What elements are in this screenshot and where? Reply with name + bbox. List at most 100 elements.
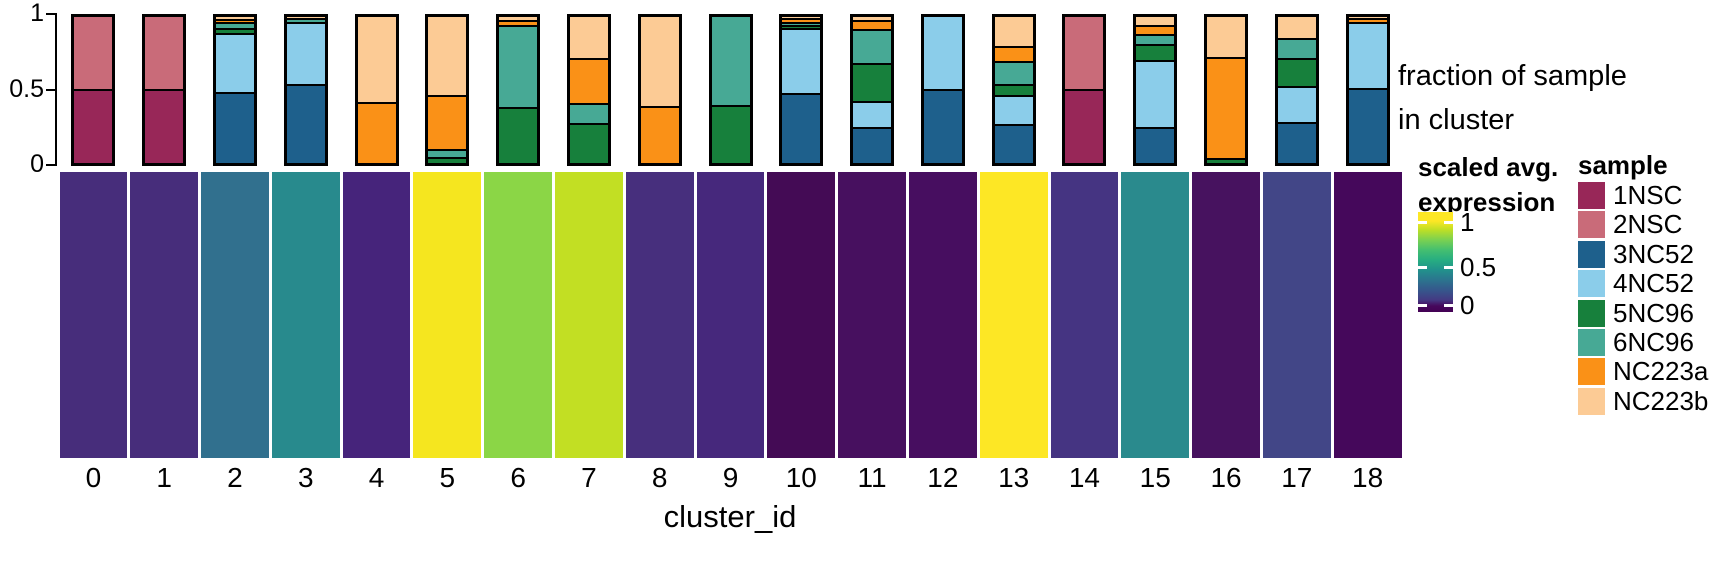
x-tick-label-3: 3 (297, 462, 314, 493)
bar-segment-NC223b (568, 16, 609, 59)
x-axis-title: cluster_id (663, 499, 797, 534)
bar-segment-3NC52 (285, 85, 326, 164)
heatmap-tile-cluster-11 (838, 172, 906, 458)
legend-swatch-1NSC (1578, 182, 1605, 209)
colorbar-tick-left (1418, 265, 1427, 269)
legend-swatch-6NC96 (1578, 329, 1605, 356)
x-tick-label-1: 1 (156, 462, 172, 493)
bar-segment-3NC52 (922, 90, 963, 164)
stacked-bar-cluster-6 (496, 14, 541, 166)
legend-swatch-5NC96 (1578, 299, 1605, 327)
heatmap-tile-cluster-12 (908, 172, 977, 458)
colorbar-tick-right (1444, 303, 1453, 307)
legend-label-4NC52: 4NC52 (1613, 268, 1694, 299)
heatmap-tile-cluster-7 (555, 172, 623, 458)
x-tick-label-17: 17 (1281, 462, 1313, 493)
x-tick-label-13: 13 (998, 462, 1030, 493)
bar-y-tick-1 (46, 13, 55, 15)
stacked-bar-cluster-15 (1133, 14, 1178, 166)
bar-segment-6NC96 (285, 19, 326, 23)
bar-segment-NC223a (1347, 19, 1388, 23)
stacked-bar-cluster-4 (354, 14, 399, 166)
stacked-bar-cluster-18 (1345, 14, 1390, 166)
bar-segment-NC223a (1135, 26, 1176, 35)
bar-y-tick-label-0: 0 (30, 150, 44, 178)
bar-segment-NC223a (993, 46, 1034, 63)
sample-legend-title: sample (1578, 150, 1668, 180)
legend-swatch-4NC52 (1578, 270, 1605, 298)
bar-segment-2NSC (144, 16, 185, 90)
bar-segment-6NC96 (781, 22, 822, 27)
stacked-bar-cluster-8 (637, 14, 682, 166)
stacked-bar-cluster-12 (920, 14, 965, 166)
stacked-bar-cluster-9 (708, 14, 753, 166)
x-tick-label-18: 18 (1352, 462, 1384, 493)
bar-segment-6NC96 (710, 16, 751, 106)
bar-segment-5NC96 (568, 124, 609, 164)
bar-segment-6NC96 (498, 25, 539, 109)
stacked-bar-cluster-13 (991, 14, 1036, 166)
bar-segment-NC223a (568, 58, 609, 104)
bar-segment-4NC52 (993, 96, 1034, 126)
heatmap-tile-cluster-9 (696, 172, 765, 458)
bar-segment-5NC96 (214, 29, 255, 34)
bar-segment-5NC96 (710, 105, 751, 164)
x-tick-label-0: 0 (85, 462, 102, 493)
bar-segment-3NC52 (993, 125, 1034, 164)
bar-y-axis-line (55, 13, 57, 166)
bar-segment-NC223b (781, 16, 822, 20)
bar-segment-NC223b (285, 15, 326, 20)
bar-segment-4NC52 (1135, 60, 1176, 128)
bar-segment-NC223b (214, 15, 255, 21)
bar-segment-6NC96 (852, 29, 893, 65)
bar-segment-NC223a (639, 107, 680, 164)
expression-colorbar (1418, 212, 1453, 312)
bar-y-tick-label-0.5: 0.5 (9, 75, 44, 103)
bar-segment-NC223a (427, 96, 468, 151)
stacked-bar-cluster-1 (142, 14, 187, 166)
x-tick-label-16: 16 (1210, 462, 1242, 493)
bar-y-tick-0 (46, 164, 55, 166)
bar-segment-NC223b (1135, 16, 1176, 27)
bar-segment-NC223b (1276, 16, 1317, 39)
bar-segment-5NC96 (1135, 45, 1176, 61)
legend-label-3NC52: 3NC52 (1613, 238, 1694, 269)
bar-legend-title: fraction of sample in cluster (1398, 54, 1627, 142)
bar-segment-NC223a (214, 20, 255, 24)
colorbar-tick-right (1444, 220, 1453, 224)
colorbar-tick-right (1444, 265, 1453, 269)
bar-segment-6NC96 (1135, 34, 1176, 46)
heatmap-tile-cluster-17 (1262, 172, 1331, 458)
x-tick-label-2: 2 (227, 462, 243, 493)
x-tick-label-9: 9 (722, 462, 739, 493)
bar-segment-NC223a (852, 20, 893, 30)
heatmap-tile-cluster-14 (1050, 172, 1119, 458)
bar-segment-3NC52 (1135, 128, 1176, 164)
bar-segment-NC223a (498, 20, 539, 26)
stacked-bar-cluster-0 (71, 14, 116, 166)
bar-segment-2NSC (73, 16, 114, 90)
legend-label-NC223a: NC223a (1613, 356, 1709, 387)
heatmap-tile-cluster-13 (979, 172, 1048, 458)
stacked-bar-cluster-11 (850, 14, 895, 166)
bar-segment-4NC52 (1347, 22, 1388, 90)
bar-segment-4NC52 (781, 29, 822, 94)
legend-label-NC223b: NC223b (1613, 385, 1709, 416)
x-tick-label-7: 7 (581, 462, 597, 493)
bar-segment-NC223a (1206, 57, 1247, 160)
x-tick-label-10: 10 (785, 462, 817, 493)
stacked-bar-cluster-7 (566, 14, 611, 166)
bar-segment-3NC52 (214, 92, 255, 164)
colorbar-tick-label-0.5: 0.5 (1460, 252, 1497, 282)
bar-segment-4NC52 (285, 22, 326, 85)
heatmap-tile-cluster-10 (767, 172, 836, 458)
x-tick-label-15: 15 (1139, 462, 1171, 493)
x-tick-label-12: 12 (927, 462, 959, 493)
heatmap-tile-cluster-1 (130, 172, 199, 458)
bar-segment-3NC52 (1347, 89, 1388, 164)
bar-segment-4NC52 (922, 16, 963, 90)
bar-y-tick-0.5 (46, 89, 55, 91)
stacked-bar-cluster-2 (212, 14, 257, 166)
bar-segment-NC223b (427, 16, 468, 97)
